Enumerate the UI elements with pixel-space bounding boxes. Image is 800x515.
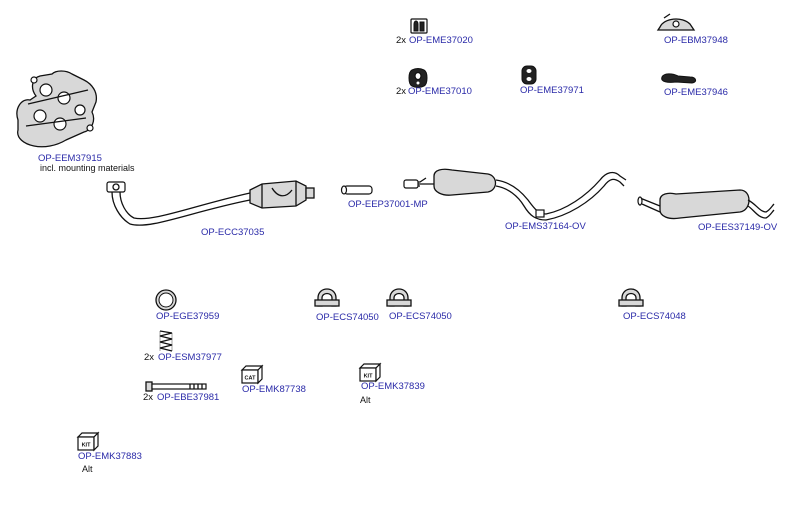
note-kit-37883: Alt: [82, 464, 93, 474]
label-rear-silencer[interactable]: OP-EES37149-OV: [698, 222, 778, 233]
quantity-bolt: 2x: [143, 392, 154, 403]
flange-pipe[interactable]: [340, 185, 373, 195]
label-bolt[interactable]: OP-EBE37981: [157, 392, 220, 403]
quantity-spring: 2x: [144, 352, 155, 363]
label-kit-cat[interactable]: OP-EMK87738: [242, 384, 306, 395]
spring[interactable]: [159, 330, 173, 352]
front-pipe-catalyst[interactable]: [106, 180, 315, 226]
label-kit-37839[interactable]: OP-EMK37839: [361, 381, 425, 392]
quantity-hanger-10: 2x: [396, 86, 407, 97]
label-middle-silencer[interactable]: OP-EMS37164-OV: [505, 221, 586, 232]
mounting-kit-box-37883[interactable]: [76, 431, 100, 452]
label-hanger-37010[interactable]: OP-EME37010: [408, 86, 472, 97]
rubber-strip-hanger-37946[interactable]: [661, 73, 697, 84]
rubber-hanger-37971[interactable]: [521, 65, 537, 85]
label-kit-37883[interactable]: OP-EMK37883: [78, 451, 142, 462]
pipe-clamp-b[interactable]: [386, 288, 412, 307]
mounting-bracket-37948[interactable]: [656, 13, 696, 31]
label-spring[interactable]: OP-ESM37977: [158, 352, 222, 363]
mounting-kit-box-37839[interactable]: [358, 362, 382, 383]
rubber-hanger-37010[interactable]: [408, 68, 428, 88]
pipe-clamp-a[interactable]: [314, 288, 340, 307]
label-hanger-37946[interactable]: OP-EME37946: [664, 87, 728, 98]
catalyst-kit-box[interactable]: [240, 364, 264, 385]
bolt[interactable]: [145, 381, 207, 392]
pipe-clamp-c[interactable]: [618, 288, 644, 307]
kit-badge-37839: KIT: [364, 374, 374, 380]
label-hanger-37971[interactable]: OP-EME37971: [520, 85, 584, 96]
label-manifold[interactable]: OP-EEM37915: [38, 153, 102, 164]
middle-silencer[interactable]: [403, 168, 627, 221]
gasket-ring[interactable]: [155, 289, 177, 311]
label-gasket-ring[interactable]: OP-EGE37959: [156, 311, 220, 322]
exhaust-manifold[interactable]: [16, 70, 98, 148]
label-clamp-a[interactable]: OP-ECS74050: [316, 312, 379, 323]
label-hanger-37020[interactable]: OP-EME37020: [409, 35, 473, 46]
rear-silencer[interactable]: [637, 189, 775, 220]
cat-badge: CAT: [245, 376, 257, 382]
note-kit-37839: Alt: [360, 395, 371, 405]
label-clamp-c[interactable]: OP-ECS74048: [623, 311, 686, 322]
label-bracket-37948[interactable]: OP-EBM37948: [664, 35, 728, 46]
label-flange-pipe[interactable]: OP-EEP37001-MP: [348, 199, 428, 210]
kit-badge-37883: KIT: [82, 443, 92, 449]
label-clamp-b[interactable]: OP-ECS74050: [389, 311, 452, 322]
label-front-pipe[interactable]: OP-ECC37035: [201, 227, 265, 238]
quantity-hanger-20: 2x: [396, 35, 407, 46]
note-manifold: incl. mounting materials: [40, 163, 135, 173]
rubber-hanger-37020[interactable]: [410, 18, 428, 34]
